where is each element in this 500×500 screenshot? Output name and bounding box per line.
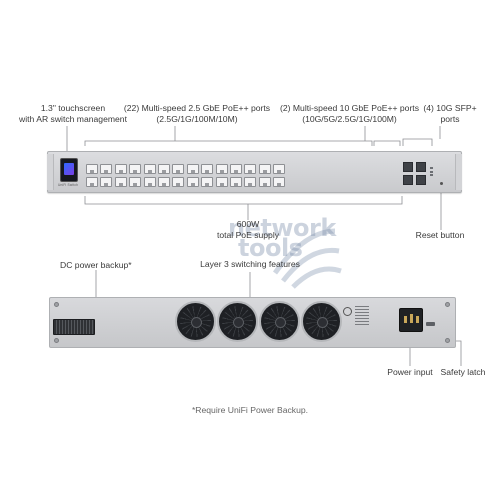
rj45-port	[143, 177, 156, 187]
rack-ear-left	[47, 154, 54, 190]
screw	[54, 338, 59, 343]
layer3-callout: Layer 3 switching features	[200, 259, 300, 269]
fan	[259, 301, 300, 342]
multi10-callout: (2) Multi-speed 10 GbE PoE++ ports (10G/…	[277, 103, 422, 125]
reset-callout: Reset button	[415, 230, 465, 240]
poe-callout-line2: total PoE supply	[216, 230, 280, 240]
safety-latch-callout: Safety latch	[440, 367, 486, 377]
rj45-port	[229, 177, 242, 187]
power-input-callout: Power input	[387, 367, 433, 377]
switch-front-panel: UniFi Switch	[47, 151, 462, 193]
rj45-port	[215, 164, 228, 174]
sfp-port	[403, 175, 413, 185]
touchscreen-callout: 1.3" touchscreen with AR switch manageme…	[18, 103, 128, 125]
brand-label: UniFi Switch	[58, 183, 79, 187]
rj45-port	[114, 177, 127, 187]
watermark-line1: network	[228, 214, 336, 242]
sfp-callout: (4) 10G SFP+ ports	[420, 103, 480, 125]
rj45-port	[186, 177, 199, 187]
rj45-port	[201, 177, 214, 187]
multi10-callout-line2: (10G/5G/2.5G/1G/100M)	[302, 114, 397, 124]
sfp-port	[416, 162, 426, 172]
rj45-port	[143, 164, 156, 174]
touchscreen-callout-line2: with AR switch management	[19, 114, 127, 124]
rj45-port	[129, 177, 142, 187]
sfp-port-array	[403, 162, 426, 186]
sfp-port	[403, 162, 413, 172]
rj45-port	[258, 164, 271, 174]
rack-ear-right	[455, 154, 462, 190]
rj45-port-array	[86, 164, 286, 188]
multi25-callout-line2: (2.5G/1G/100M/10M)	[156, 114, 238, 124]
watermark-line2: tools	[238, 234, 303, 262]
status-leds	[430, 167, 434, 176]
rj45-port	[273, 164, 286, 174]
rj45-port	[86, 177, 98, 187]
touchscreen-callout-line1: 1.3" touchscreen	[40, 103, 106, 113]
dc-backup-callout: DC power backup*	[60, 260, 132, 270]
rj45-port	[114, 164, 127, 174]
rj45-port	[215, 177, 228, 187]
sfp-port	[416, 175, 426, 185]
rj45-port	[258, 177, 271, 187]
poe-callout-line1: 600W	[236, 219, 260, 229]
multi25-callout: (22) Multi-speed 2.5 GbE PoE++ ports (2.…	[117, 103, 277, 125]
rj45-port	[186, 164, 199, 174]
rj45-port	[244, 164, 257, 174]
fan	[175, 301, 216, 342]
touchscreen	[60, 158, 78, 182]
screw	[54, 302, 59, 307]
sfp-callout-line2: ports	[440, 114, 460, 124]
ubiquiti-logo-icon	[343, 307, 352, 316]
power-inlet	[399, 308, 423, 332]
rj45-port	[172, 177, 185, 187]
rj45-port	[86, 164, 98, 174]
reset-button	[440, 182, 443, 185]
multi25-callout-line1: (22) Multi-speed 2.5 GbE PoE++ ports	[123, 103, 271, 113]
fan	[217, 301, 258, 342]
rj45-port	[157, 164, 170, 174]
footnote: *Require UniFi Power Backup.	[191, 405, 309, 415]
multi10-callout-line1: (2) Multi-speed 10 GbE PoE++ ports	[279, 103, 419, 113]
label-sticker	[355, 305, 369, 325]
fan	[301, 301, 342, 342]
rj45-port	[129, 164, 142, 174]
rj45-port	[157, 177, 170, 187]
rj45-port	[172, 164, 185, 174]
rj45-port	[100, 164, 113, 174]
rj45-port	[100, 177, 113, 187]
rj45-port	[244, 177, 257, 187]
sfp-callout-line1: (4) 10G SFP+	[423, 103, 477, 113]
watermark-logo	[272, 228, 342, 289]
switch-rear-panel	[49, 297, 456, 348]
rj45-port	[201, 164, 214, 174]
rj45-port	[273, 177, 286, 187]
dc-backup-connector	[53, 319, 95, 335]
rj45-port	[229, 164, 242, 174]
poe-callout: 600W total PoE supply	[198, 219, 298, 241]
safety-latch	[426, 322, 435, 326]
screw	[445, 338, 450, 343]
screw	[445, 302, 450, 307]
